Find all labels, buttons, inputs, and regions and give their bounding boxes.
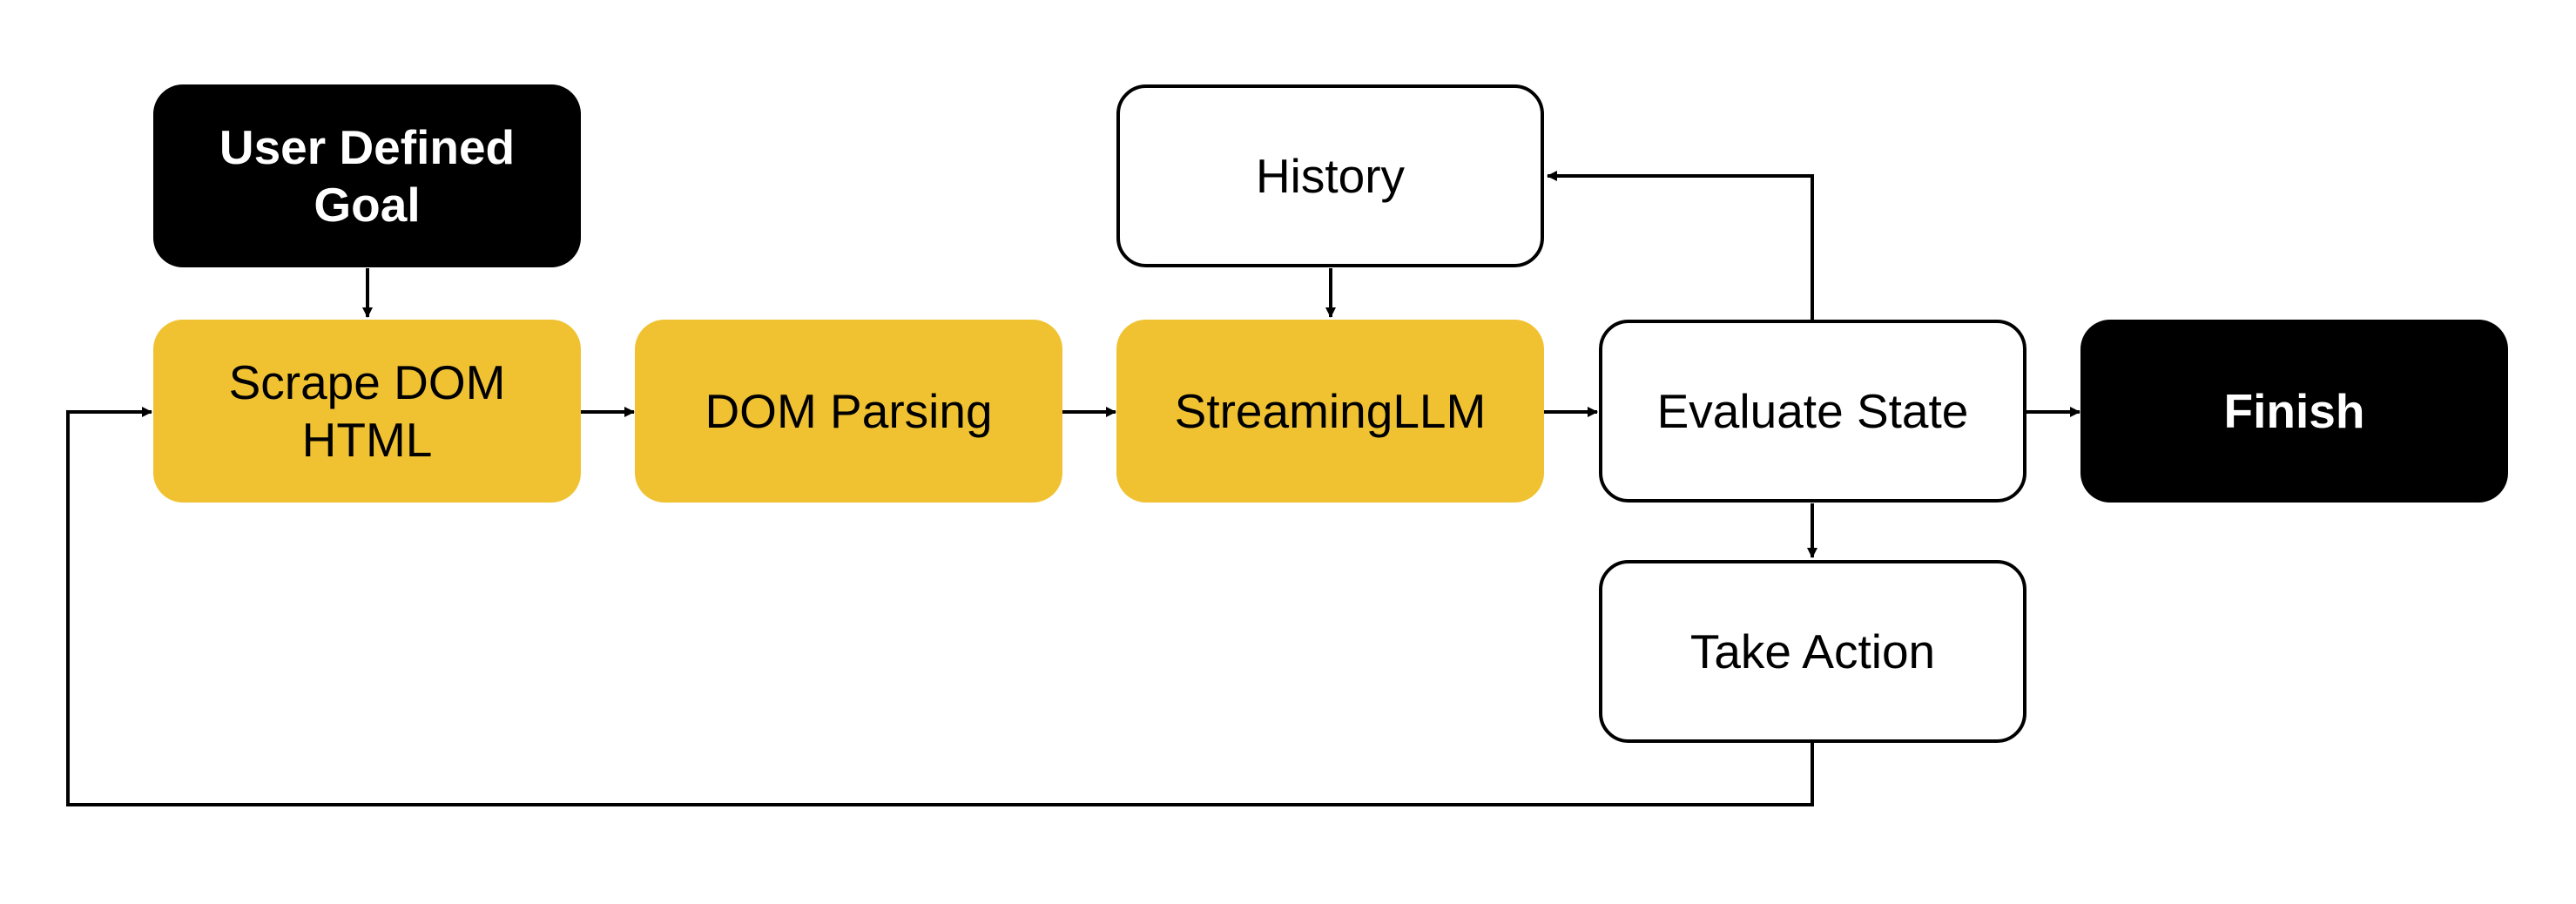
node-dom-parsing-label: DOM Parsing bbox=[705, 384, 993, 438]
node-scrape-dom-html-label: Scrape DOM HTML bbox=[228, 355, 506, 467]
node-history: History bbox=[1116, 84, 1544, 267]
node-history-label: History bbox=[1255, 149, 1406, 203]
arrow-action-loop-to-scrape bbox=[66, 407, 1814, 806]
node-take-action-label: Take Action bbox=[1689, 624, 1936, 678]
node-streaming-llm: StreamingLLM bbox=[1116, 320, 1544, 503]
node-finish-label: Finish bbox=[2223, 384, 2365, 438]
node-user-defined-goal-label: User Defined Goal bbox=[219, 120, 516, 232]
node-user-defined-goal: User Defined Goal bbox=[153, 84, 581, 267]
node-evaluate-state: Evaluate State bbox=[1599, 320, 2026, 503]
node-streaming-llm-label: StreamingLLM bbox=[1174, 384, 1487, 438]
node-finish: Finish bbox=[2080, 320, 2508, 503]
arrow-evaluate-to-history bbox=[1547, 171, 1814, 320]
node-take-action: Take Action bbox=[1599, 560, 2026, 743]
node-scrape-dom-html: Scrape DOM HTML bbox=[153, 320, 581, 503]
node-dom-parsing: DOM Parsing bbox=[635, 320, 1062, 503]
node-evaluate-state-label: Evaluate State bbox=[1656, 384, 1969, 438]
